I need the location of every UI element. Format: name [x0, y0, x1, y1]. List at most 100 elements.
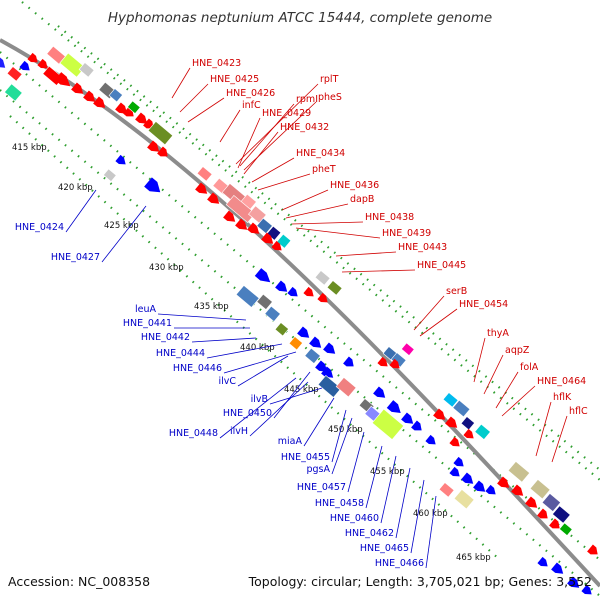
forward-leader-line	[551, 415, 568, 463]
gene-feature-98-shape	[511, 484, 524, 496]
gene-feature-104	[551, 562, 564, 574]
reverse-gene-label: leuA	[135, 304, 157, 315]
gene-feature-18	[127, 100, 141, 114]
gene-feature-11	[93, 96, 106, 108]
accession-text: Accession: NC_008358	[8, 574, 150, 589]
forward-leader-line	[251, 157, 295, 183]
reverse-gene-label: HNE_0441	[123, 318, 172, 329]
forward-gene-label: HNE_0439	[382, 228, 431, 239]
gene-feature-38-shape	[261, 232, 274, 244]
gene-features	[0, 45, 598, 595]
gene-feature-40-shape	[314, 270, 331, 286]
gene-feature-89-shape	[461, 472, 474, 484]
gene-feature-78	[452, 399, 471, 418]
gene-feature-67	[373, 386, 386, 398]
gene-feature-50-shape	[264, 305, 281, 322]
gene-feature-102-shape	[559, 522, 573, 536]
reverse-leader-line	[157, 313, 247, 321]
gene-feature-13-shape	[108, 88, 123, 103]
gene-feature-47	[254, 268, 271, 283]
gene-feature-37	[276, 233, 292, 249]
gene-feature-10-shape	[83, 90, 96, 102]
gene-feature-90-shape	[473, 480, 486, 492]
gene-feature-102	[559, 522, 573, 536]
gene-feature-30-shape	[225, 194, 256, 224]
reverse-gene-label: HNE_0458	[315, 498, 364, 509]
page-title: Hyphomonas neptunium ATCC 15444, complet…	[108, 10, 492, 26]
gene-feature-95	[541, 492, 562, 513]
forward-gene-label: HNE_0434	[296, 148, 345, 159]
gene-feature-41-shape	[303, 286, 314, 297]
gene-feature-101-shape	[549, 518, 560, 529]
gene-feature-34-shape	[247, 222, 260, 234]
gene-feature-83-shape	[474, 423, 491, 440]
gene-feature-47-shape	[254, 268, 271, 283]
reverse-gene-label: HNE_0446	[173, 363, 222, 374]
forward-leader-line	[179, 83, 209, 113]
label-leaders	[65, 67, 568, 569]
gene-feature-66-shape	[371, 408, 405, 441]
gene-feature-32	[223, 210, 236, 222]
gene-feature-0	[0, 56, 6, 68]
gene-feature-82-shape	[460, 416, 475, 431]
reverse-leader-line	[219, 377, 297, 439]
gene-feature-93-shape	[507, 460, 531, 483]
reverse-leader-line	[191, 337, 257, 343]
gene-feature-101	[549, 518, 560, 529]
gene-feature-5-shape	[59, 52, 86, 78]
gene-feature-40	[314, 270, 331, 286]
reverse-leader-line	[347, 431, 365, 493]
kbp-tick-label: 415 kbp	[12, 143, 47, 153]
forward-gene-label: HNE_0432	[280, 122, 329, 133]
forward-leader-line	[243, 131, 279, 175]
gene-feature-2	[4, 83, 23, 102]
gene-feature-88	[449, 466, 460, 477]
gene-feature-105	[567, 576, 580, 588]
forward-gene-label: HNE_0423	[192, 58, 241, 69]
gene-feature-61	[317, 374, 342, 398]
forward-leader-line	[501, 385, 536, 417]
reverse-gene-label: HNE_0455	[281, 452, 330, 463]
gene-feature-63	[343, 356, 354, 367]
reverse-gene-label: HNE_0427	[51, 252, 100, 263]
forward-gene-label: HNE_0429	[262, 108, 311, 119]
kbp-tick-label: 425 kbp	[104, 221, 139, 231]
gene-feature-67-shape	[373, 386, 386, 398]
gene-feature-96-shape	[552, 505, 571, 524]
reverse-leader-line	[395, 467, 411, 539]
gene-feature-73	[377, 356, 388, 367]
gene-feature-84	[463, 428, 474, 439]
gene-feature-52	[287, 286, 298, 297]
reverse-leader-line	[380, 455, 397, 524]
reverse-leader-line	[331, 417, 353, 475]
gene-feature-22-shape	[147, 140, 160, 152]
kbp-tick-label: 450 kbp	[328, 425, 363, 435]
gene-feature-34	[247, 222, 260, 234]
gene-feature-0-shape	[0, 56, 6, 68]
gene-feature-16-shape	[115, 102, 128, 114]
forward-leader-line	[257, 173, 311, 191]
gene-feature-25	[195, 182, 208, 194]
reverse-gene-label: HNE_0462	[345, 528, 394, 539]
gene-feature-44-shape	[115, 154, 126, 165]
gene-feature-76-shape	[425, 434, 436, 445]
gene-feature-100	[537, 508, 548, 519]
reverse-gene-label: ilvC	[218, 376, 236, 387]
forward-leader-line	[483, 354, 504, 395]
gene-feature-19-shape	[135, 112, 148, 124]
gene-feature-54	[288, 336, 303, 351]
gene-feature-6-shape	[78, 62, 95, 78]
reverse-leader-line	[65, 189, 97, 233]
gene-feature-46	[144, 177, 161, 193]
gene-feature-11-shape	[93, 96, 106, 108]
gene-feature-10	[83, 90, 96, 102]
gene-feature-61-shape	[317, 374, 342, 398]
gene-feature-75	[401, 342, 415, 356]
gene-feature-44	[115, 154, 126, 165]
topology-text: Topology: circular; Length: 3,705,021 bp…	[248, 574, 592, 589]
gene-feature-91-shape	[485, 484, 496, 495]
forward-gene-label: rplT	[320, 74, 339, 85]
kbp-tick-label: 435 kbp	[194, 302, 229, 312]
forward-gene-label: dapB	[350, 194, 374, 205]
